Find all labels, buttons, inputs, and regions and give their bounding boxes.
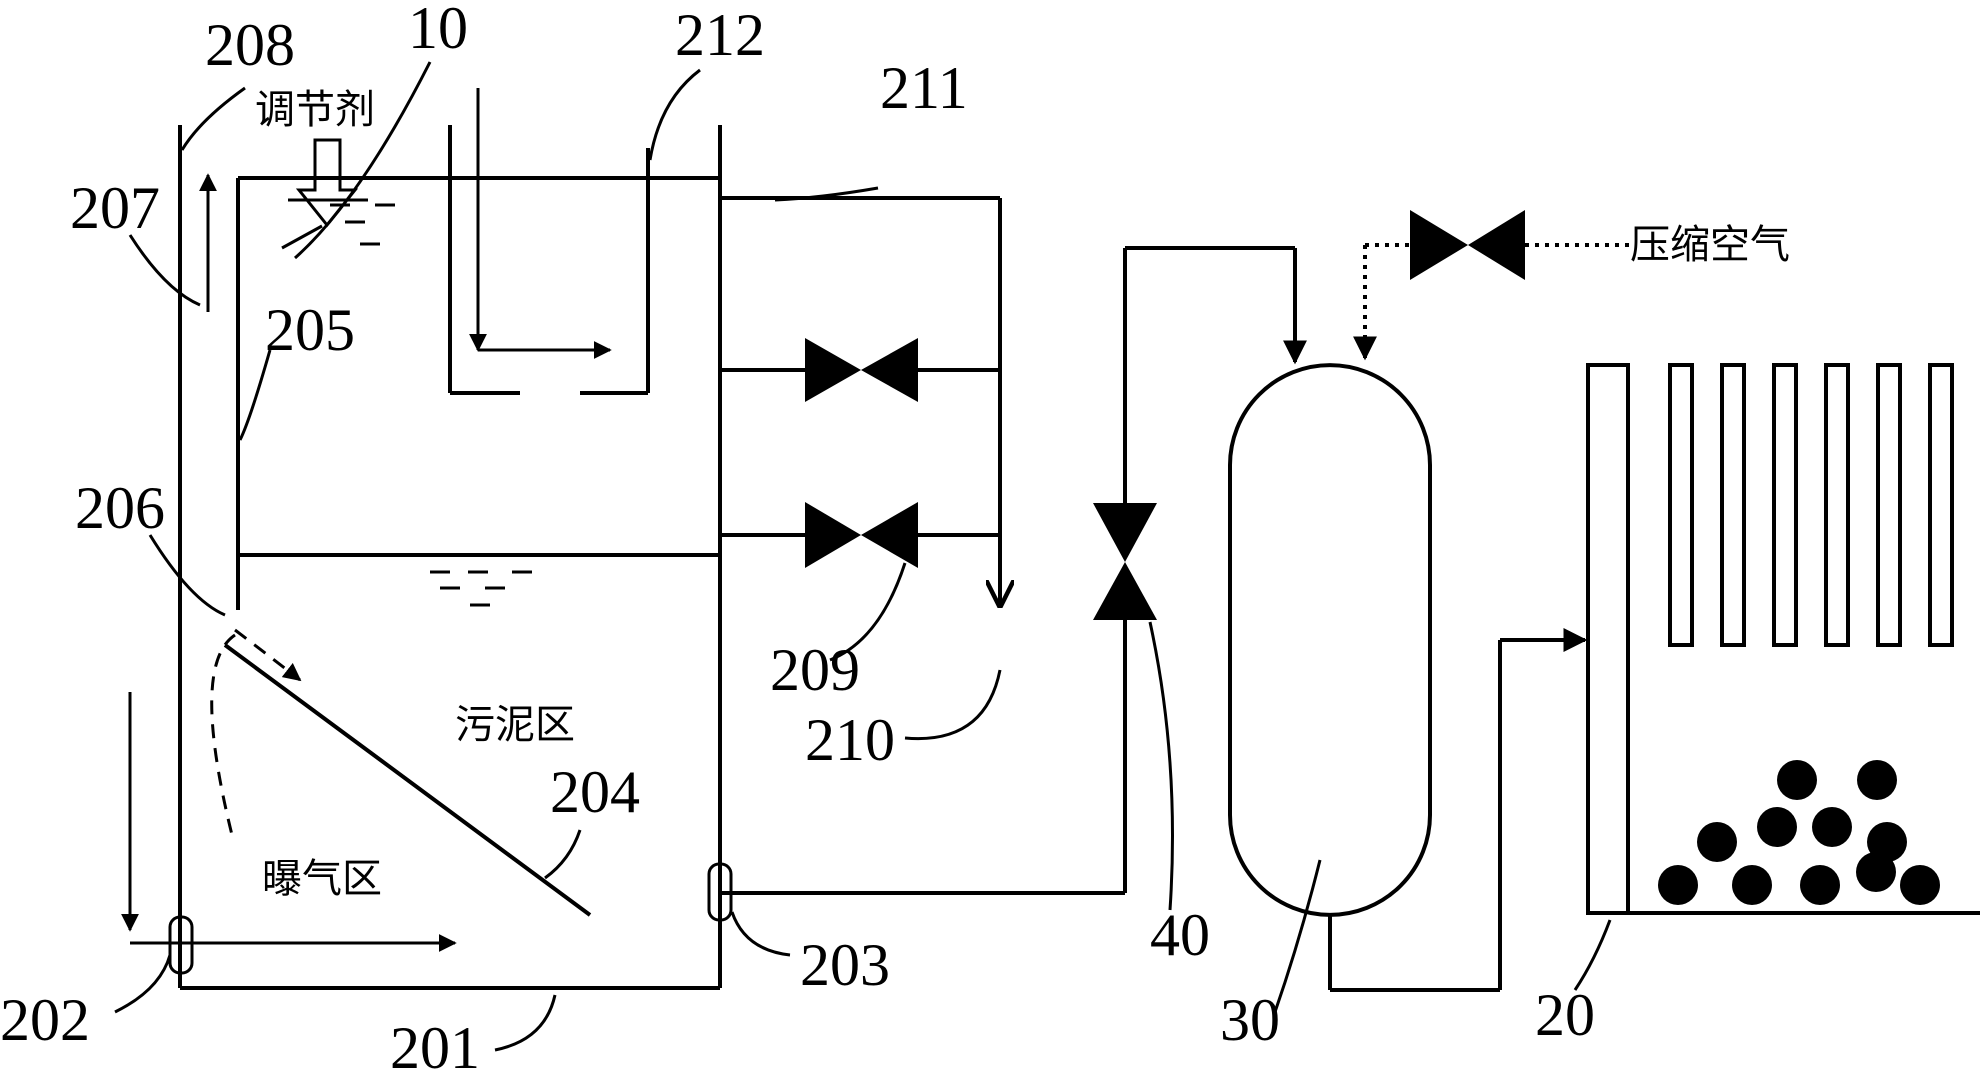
label-205: 205 [265, 297, 355, 363]
valve-40 [1093, 503, 1157, 620]
bypass-pipes [720, 196, 1000, 605]
label-40: 40 [1150, 902, 1210, 968]
valve-209 [805, 502, 918, 568]
tube-array [1668, 363, 1954, 647]
label-203: 203 [800, 932, 890, 998]
overflow-weir [448, 125, 650, 395]
label-211: 211 [880, 55, 968, 121]
label-20: 20 [1535, 982, 1595, 1048]
label-212: 212 [675, 2, 765, 68]
column-20 [1586, 363, 1630, 915]
label-compressed-air: 压缩空气 [1630, 222, 1790, 268]
label-sludge-zone: 污泥区 [455, 702, 575, 748]
label-10: 10 [408, 0, 468, 61]
label-201: 201 [390, 1015, 480, 1072]
feed-pipe [720, 246, 1307, 895]
label-210: 210 [805, 707, 895, 773]
label-209: 209 [770, 637, 860, 703]
label-regulator: 调节剂 [255, 87, 375, 133]
label-30: 30 [1220, 987, 1280, 1053]
label-206: 206 [75, 475, 165, 541]
nozzle-202 [168, 915, 194, 975]
vessel-outlet-pipe [1328, 628, 1588, 992]
label-204: 204 [550, 759, 640, 825]
label-202: 202 [0, 987, 90, 1053]
regulator-inlet-arrow [281, 138, 368, 250]
water-ripples [330, 203, 532, 607]
label-208: 208 [205, 12, 295, 78]
pressure-vessel-30 [1228, 363, 1432, 917]
ball-pile [1658, 760, 1940, 905]
flow-arrows [121, 88, 612, 952]
compressed-air-line [1353, 243, 1630, 361]
label-aeration-zone: 曝气区 [262, 856, 382, 902]
valve-upper [805, 338, 918, 402]
label-207: 207 [70, 175, 160, 241]
compressed-air-valve [1410, 210, 1525, 280]
leader-lines [114, 61, 1612, 1052]
